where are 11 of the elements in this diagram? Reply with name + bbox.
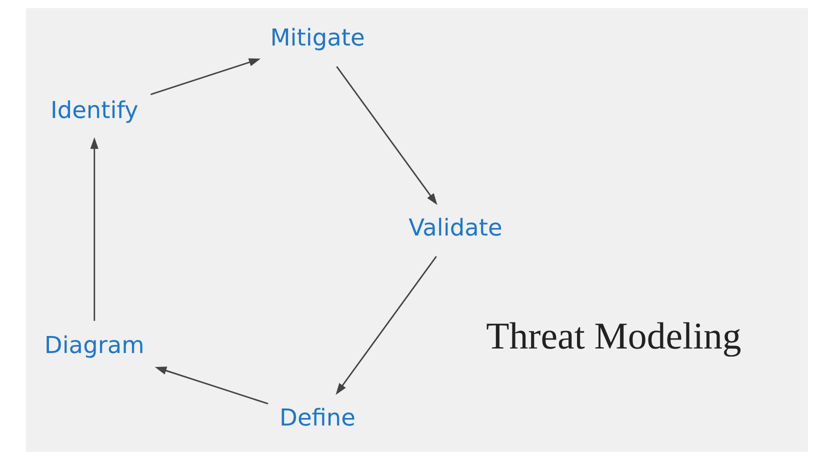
node-text: Validate — [408, 214, 502, 242]
node-text: Diagram — [44, 332, 144, 359]
arrow — [150, 58, 260, 96]
arrow — [336, 66, 437, 205]
arrow — [335, 256, 436, 395]
node-text: Mitigate — [270, 24, 364, 52]
node-text: Identify — [50, 97, 138, 124]
node-text: Threat Modeling — [486, 315, 741, 358]
node-text: Define — [279, 404, 356, 432]
arrow — [90, 137, 98, 321]
arrow — [154, 366, 268, 404]
